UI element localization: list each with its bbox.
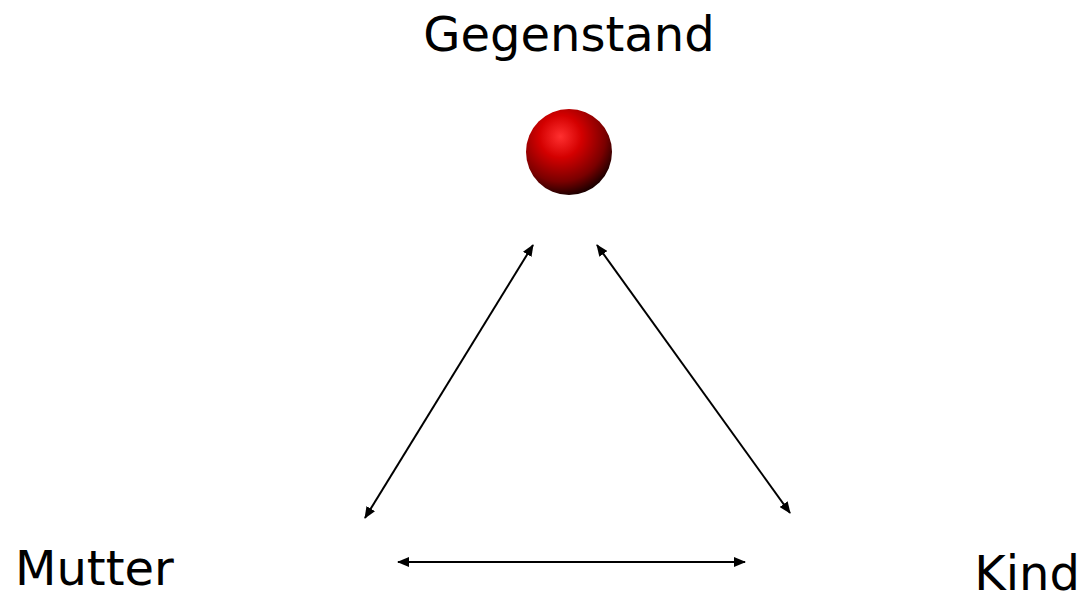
arrow-connector — [398, 561, 745, 563]
node-label: Gegenstand — [423, 6, 714, 62]
text-node: Mutter — [5, 520, 395, 596]
red-ball — [519, 102, 619, 202]
arrow-connector — [597, 245, 790, 513]
arrow-connector — [365, 245, 533, 518]
text-node: Gegenstand — [409, 0, 729, 243]
node-label: Kind — [974, 545, 1080, 600]
text-node: Kind — [748, 515, 1087, 597]
node-label: Mutter — [15, 540, 174, 596]
